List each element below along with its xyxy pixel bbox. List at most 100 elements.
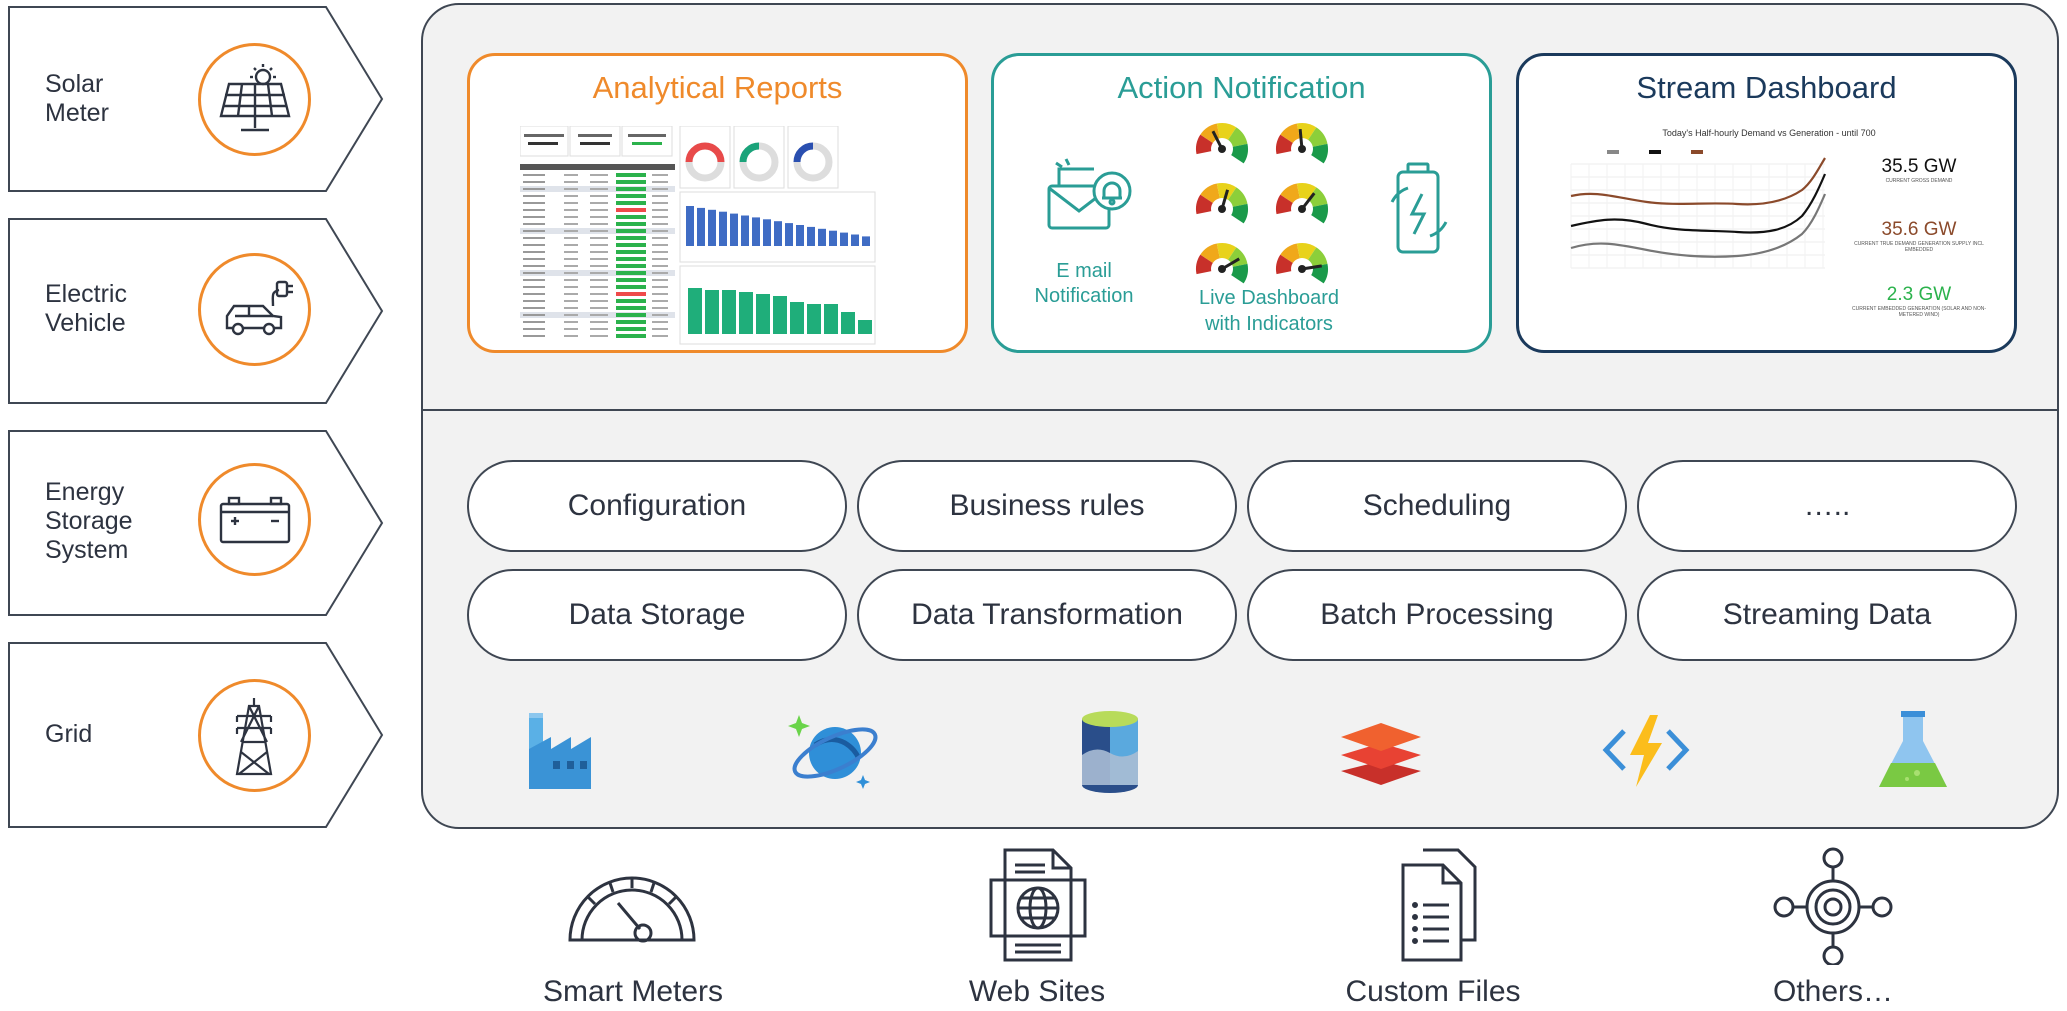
- device-solar-meter: Solar Meter: [8, 6, 384, 192]
- solar-panel-icon: [198, 43, 311, 156]
- pill-business-rules[interactable]: Business rules: [857, 460, 1237, 552]
- email-notification-icon: [1047, 158, 1132, 230]
- source-web-sites-label: Web Sites: [968, 975, 1106, 1008]
- gauge-indicator-icon: [1196, 183, 1248, 224]
- pill-more[interactable]: …..: [1637, 460, 2017, 552]
- device-label: Electric Vehicle: [45, 280, 127, 337]
- device-electric-vehicle: Electric Vehicle: [8, 218, 384, 404]
- indicator-gauges: [1196, 123, 1328, 284]
- gauge-indicator-icon: [1276, 183, 1328, 224]
- thumb-bar: [807, 304, 821, 334]
- device-grid: Grid: [8, 642, 384, 828]
- stream-dashboard-card[interactable]: Stream Dashboard Today's Half-hourly Dem…: [1516, 53, 2017, 353]
- stat-gross-demand: 35.5 GW CURRENT GROSS DEMAND: [1849, 156, 1989, 184]
- gauge-indicator-icon: [1276, 243, 1328, 284]
- factory-icon: [529, 713, 591, 789]
- cosmos-planet-icon: [788, 715, 878, 789]
- stat-caption: CURRENT TRUE DEMAND GENERATION SUPPLY IN…: [1854, 241, 1984, 253]
- analytical-report-thumbnail: [520, 126, 876, 345]
- thumb-bar: [722, 290, 736, 334]
- live-dashboard-label: Live Dashboard with Indicators: [1198, 287, 1340, 335]
- thumb-bar: [719, 211, 727, 246]
- network-hub-icon: [1773, 847, 1893, 965]
- card-title: Stream Dashboard: [1636, 70, 1897, 105]
- thumb-bar: [824, 304, 838, 334]
- thumb-bar: [840, 232, 848, 246]
- report-bar-chart-2: [679, 265, 876, 345]
- device-energy-storage: Energy Storage System: [8, 430, 384, 616]
- chevron-shape: [8, 6, 384, 192]
- analytical-reports-card[interactable]: Analytical Reports: [467, 53, 968, 353]
- thumb-bar: [697, 207, 705, 246]
- thumb-bar: [705, 290, 719, 334]
- device-label: Energy Storage System: [45, 478, 133, 564]
- chevron-shape: [8, 642, 384, 828]
- pill-data-storage[interactable]: Data Storage: [467, 569, 847, 661]
- gauge-indicator-icon: [1196, 123, 1248, 164]
- report-bar-chart-1: [679, 191, 876, 263]
- pill-scheduling[interactable]: Scheduling: [1247, 460, 1627, 552]
- thumb-bar: [739, 292, 753, 334]
- source-custom-files-label: Custom Files: [1345, 975, 1521, 1008]
- pill-data-transformation[interactable]: Data Transformation: [857, 569, 1237, 661]
- function-bolt-icon: [1602, 715, 1690, 787]
- source-smart-meters-label: Smart Meters: [542, 975, 724, 1008]
- files-icon: [1401, 848, 1477, 962]
- panel-divider: [423, 409, 2057, 411]
- power-tower-icon: [198, 679, 311, 792]
- thumb-bar: [851, 234, 859, 246]
- stat-value: 2.3 GW: [1886, 284, 1952, 305]
- thumb-bar: [686, 206, 694, 246]
- thumb-bar: [773, 296, 787, 334]
- layers-icon: [1341, 723, 1421, 785]
- thumb-bar: [708, 209, 716, 246]
- kpi-boxes: [520, 126, 673, 157]
- thumb-bar: [763, 219, 771, 246]
- gauge-thumbs: [679, 126, 839, 189]
- card-title: Analytical Reports: [592, 70, 843, 105]
- electric-car-icon: [198, 253, 311, 366]
- thumb-bar: [841, 312, 855, 334]
- pill-configuration[interactable]: Configuration: [467, 460, 847, 552]
- gauge-indicator-icon: [1276, 123, 1328, 164]
- device-label: Solar Meter: [45, 70, 109, 127]
- thumb-bar: [862, 236, 870, 246]
- stat-value: 35.5 GW: [1881, 156, 1957, 177]
- thumb-bar: [807, 226, 815, 246]
- stat-embedded-generation: 2.3 GW CURRENT EMBEDDED GENERATION (SOLA…: [1849, 284, 1989, 318]
- pill-streaming-data[interactable]: Streaming Data: [1637, 569, 2017, 661]
- web-document-icon: [989, 848, 1087, 962]
- thumb-bar: [818, 228, 826, 246]
- battery-charge-icon: [1390, 162, 1448, 254]
- thumb-bar: [829, 230, 837, 246]
- platform-panel: Analytical Reports: [421, 3, 2059, 829]
- email-notification-label: E mail Notification: [1034, 260, 1134, 307]
- thumb-bar: [730, 213, 738, 246]
- battery-icon: [198, 463, 311, 576]
- storage-cylinder-icon: [1082, 711, 1138, 793]
- thumb-bar: [796, 225, 804, 246]
- stat-caption: CURRENT GROSS DEMAND: [1885, 178, 1953, 184]
- source-others-label: Others…: [1772, 975, 1894, 1008]
- demand-line-chart: [1567, 144, 1827, 284]
- thumb-bar: [752, 217, 760, 246]
- thumb-bar: [756, 294, 770, 334]
- flask-icon: [1879, 711, 1947, 787]
- thumb-bar: [790, 302, 804, 334]
- thumb-bar: [741, 215, 749, 246]
- stat-true-demand: 35.6 GW CURRENT TRUE DEMAND GENERATION S…: [1849, 219, 1989, 253]
- gauge-icon: [568, 876, 696, 943]
- stat-caption: CURRENT EMBEDDED GENERATION (SOLAR AND N…: [1852, 306, 1986, 318]
- device-label: Grid: [45, 720, 93, 748]
- gauge-indicator-icon: [1196, 243, 1248, 284]
- pill-batch-processing[interactable]: Batch Processing: [1247, 569, 1627, 661]
- thumb-bar: [688, 288, 702, 334]
- thumb-bar: [774, 221, 782, 246]
- action-notification-card[interactable]: Action Notification E mail Notification …: [991, 53, 1492, 353]
- thumb-bar: [858, 320, 872, 334]
- report-table: [520, 164, 675, 339]
- thumb-bar: [785, 223, 793, 246]
- card-title: Action Notification: [1117, 70, 1366, 105]
- stream-chart-title: Today's Half-hourly Demand vs Generation…: [1662, 128, 1876, 138]
- stat-value: 35.6 GW: [1881, 219, 1957, 240]
